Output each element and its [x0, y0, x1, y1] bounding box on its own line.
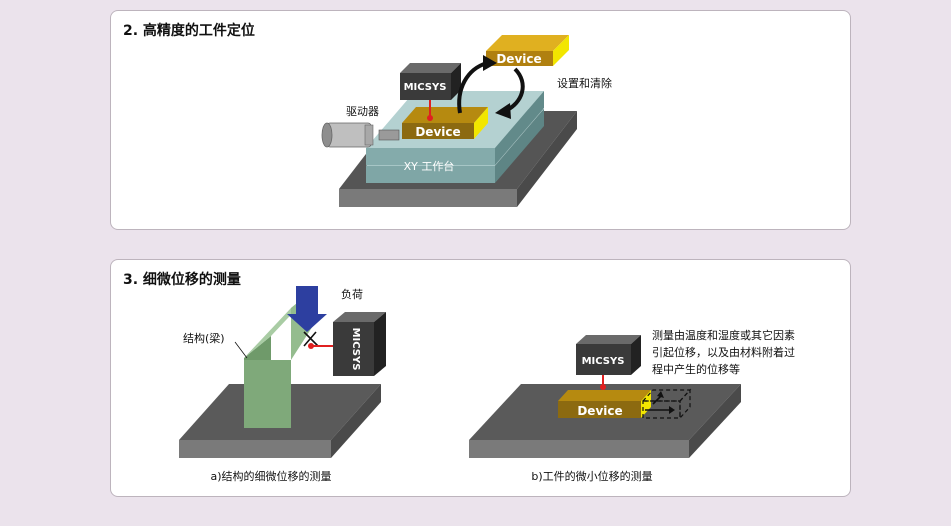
- panel2-title: 3. 细微位移的测量: [123, 272, 241, 288]
- micsys-sensor-right: [576, 335, 641, 390]
- micsys-label: MICSYS: [404, 82, 447, 93]
- desc-line-2: 引起位移，以及由材料附着过: [652, 345, 795, 359]
- sensor-point: [427, 115, 433, 121]
- load-arrow-icon: [287, 286, 327, 332]
- actuator-label: 驱动器: [346, 105, 379, 118]
- device-floating: [486, 35, 569, 66]
- displacement-diagram: MICSYS 负荷 结构(梁) a)结构的细微位移的测量 Device: [179, 286, 795, 483]
- caption-a: a)结构的细微位移的测量: [210, 469, 331, 483]
- device-mid-label: Device: [415, 125, 460, 139]
- beam-label: 结构(梁): [183, 331, 225, 345]
- panel1-title: 2. 高精度的工件定位: [123, 23, 255, 39]
- beam-label-leader: [234, 341, 248, 359]
- micsys-left-label: MICSYS: [350, 328, 361, 371]
- displacement-arrow-icon: [645, 391, 675, 414]
- micsys-sensor-left: [333, 312, 386, 376]
- setup-remove-label: 设置和清除: [557, 76, 612, 90]
- actuator-cylinder: [321, 122, 400, 148]
- panel-displacement-measurement: 3. 细微位移的测量: [110, 259, 851, 497]
- displaced-outline: [641, 388, 692, 420]
- arrow-up-icon: [457, 61, 488, 114]
- workpiece-device: [558, 390, 651, 418]
- desc-line-3: 程中产生的位移等: [652, 362, 740, 376]
- setup-remove-arrows: [457, 55, 525, 119]
- positioning-diagram: Device MICSYS Device 驱动器 设置和清除 XY 工作台: [321, 35, 612, 207]
- xy-stage-label: XY 工作台: [404, 159, 455, 173]
- device-top-label: Device: [496, 52, 541, 66]
- panel-workpiece-positioning: 2. 高精度的工件定位: [110, 10, 851, 230]
- beam-displacement-indicator: [303, 331, 337, 349]
- micsys-sensor: [400, 63, 461, 121]
- load-label: 负荷: [341, 287, 363, 301]
- device-label: Device: [577, 404, 622, 418]
- device-on-stage: [402, 107, 488, 139]
- micsys-right-label: MICSYS: [582, 356, 625, 367]
- desc-line-1: 测量由温度和湿度或其它因素: [652, 328, 795, 342]
- caption-b: b)工件的微小位移的测量: [531, 469, 652, 483]
